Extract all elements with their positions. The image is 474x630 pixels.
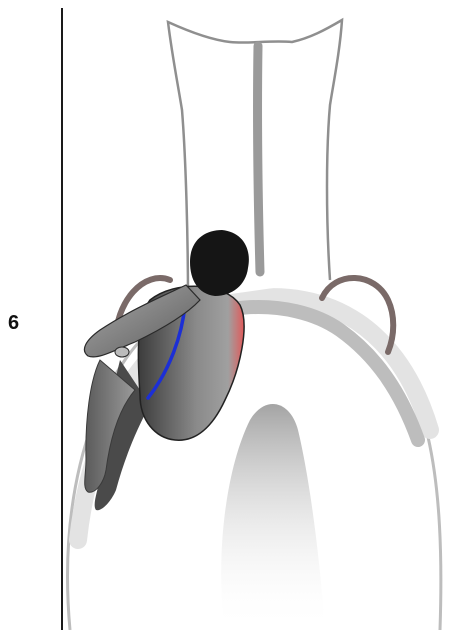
rider-hand — [115, 347, 129, 357]
horse-mane — [258, 46, 260, 272]
